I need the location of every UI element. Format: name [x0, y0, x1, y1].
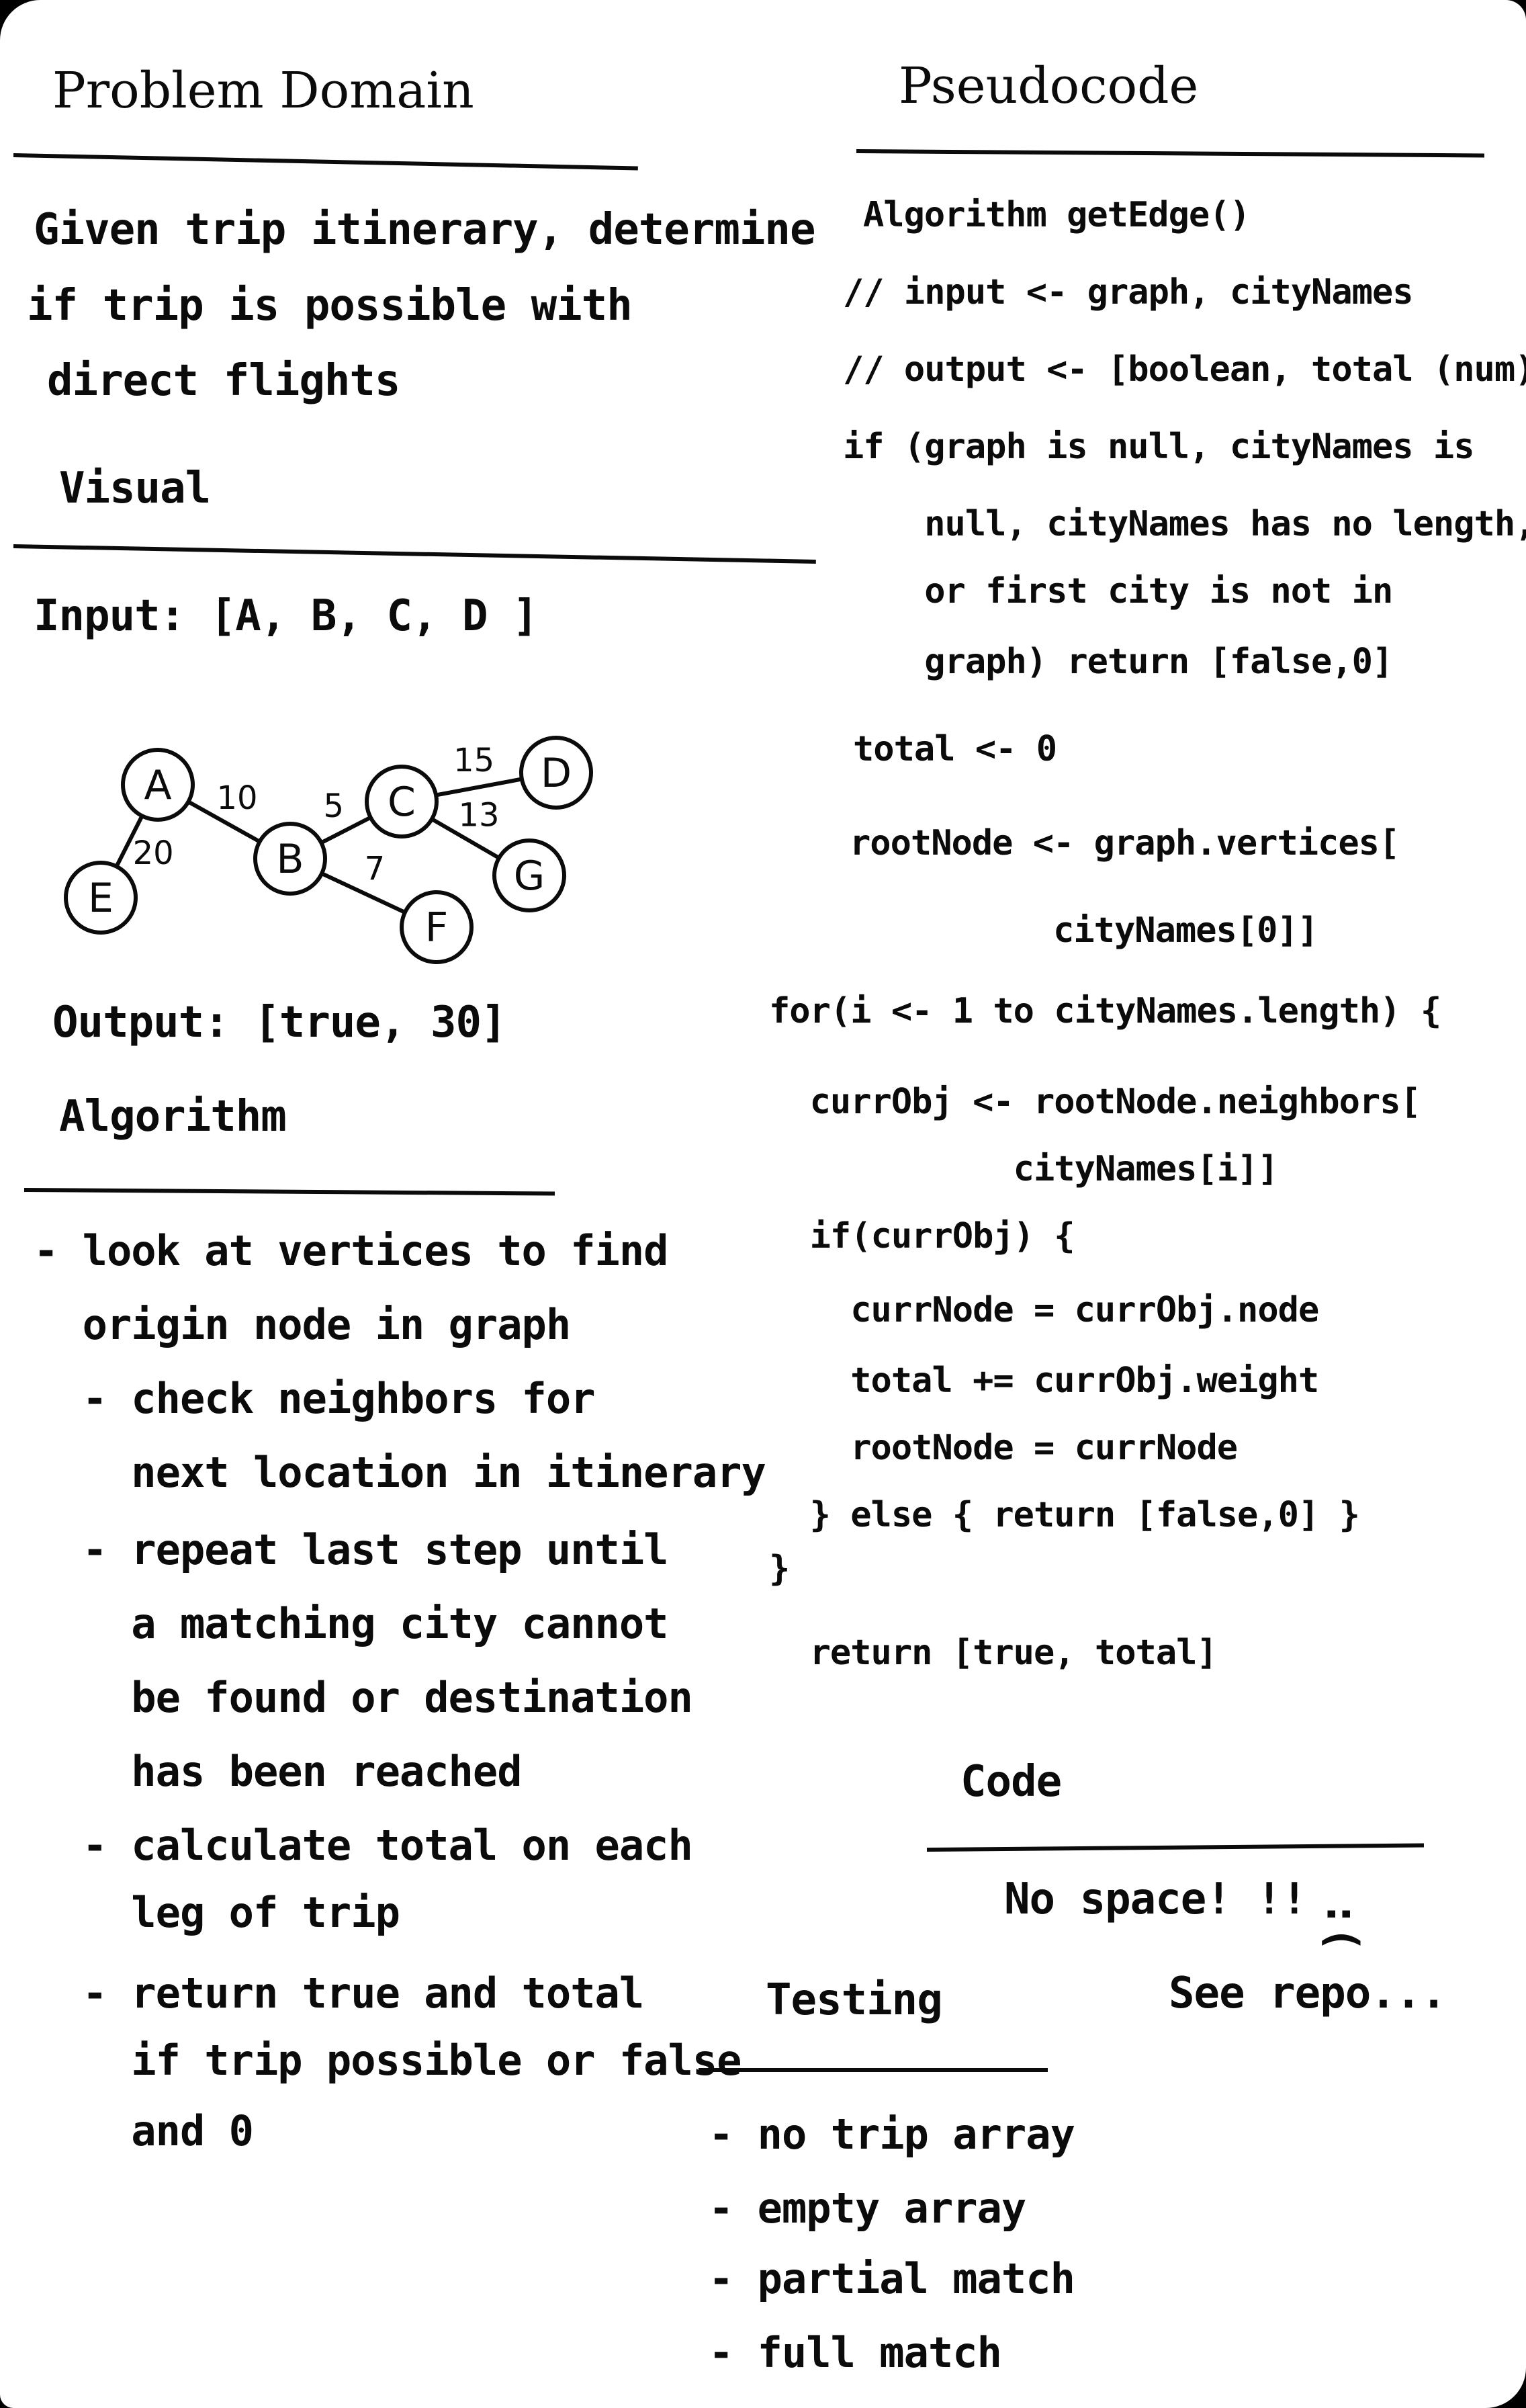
graph-node-B: [253, 822, 327, 896]
code-see-repo: See repo...: [1169, 1969, 1447, 2018]
testing-line-2: - empty array: [709, 2184, 1026, 2233]
graph-node-label: F: [425, 904, 449, 951]
graph-node-label: D: [541, 750, 572, 797]
graph-node-D: [519, 736, 593, 810]
problem-domain-heading: Problem Domain: [52, 62, 474, 120]
pseudo-line-10: cityNames[0]]: [850, 910, 1318, 951]
pseudo-line-7: graph) return [false,0]: [843, 642, 1393, 682]
graph-edge-weight: 5: [323, 787, 344, 825]
graph-node-label: B: [276, 836, 304, 883]
algorithm-line-6: a matching city cannot: [34, 1599, 668, 1648]
algorithm-line-2: origin node in graph: [34, 1300, 572, 1349]
pseudo-line-6: or first city is not in: [843, 571, 1393, 611]
problem-line-2: if trip is possible with: [27, 281, 633, 331]
graph-node-label: A: [144, 762, 171, 809]
graph-node-label: C: [388, 779, 416, 826]
pseudo-line-11: for(i <- 1 to cityNames.length) {: [769, 991, 1441, 1031]
algorithm-line-7: be found or destination: [34, 1673, 693, 1722]
problem-line-1: Given trip itinerary, determine: [34, 205, 815, 255]
algorithm-line-1: - look at vertices to find: [34, 1226, 669, 1275]
testing-line-4: - full match: [709, 2328, 1002, 2377]
testing-line-3: - partial match: [709, 2254, 1075, 2303]
algorithm-heading: Algorithm: [59, 1092, 287, 1142]
pseudo-line-16: total += currObj.weight: [769, 1361, 1319, 1401]
pseudo-line-8: total <- 0: [853, 729, 1057, 769]
algorithm-line-10: leg of trip: [34, 1888, 400, 1937]
pseudo-line-14: if(currObj) {: [769, 1216, 1075, 1256]
pseudo-line-18: } else { return [false,0] }: [769, 1495, 1360, 1535]
output-text: Output: [true, 30]: [52, 998, 507, 1047]
graph-node-F: [400, 890, 474, 964]
pseudocode-heading: Pseudocode: [899, 57, 1199, 115]
graph-edge-weight: 10: [216, 779, 257, 817]
testing-heading: Testing: [766, 1975, 943, 2025]
pseudo-line-2: // input <- graph, cityNames: [843, 272, 1414, 312]
testing-underline: [699, 2068, 1048, 2072]
pseudo-line-5: null, cityNames has no length,: [843, 504, 1526, 544]
pseudo-line-17: rootNode = currNode: [769, 1428, 1238, 1468]
graph-node-E: [64, 861, 138, 935]
testing-line-1: - no trip array: [709, 2110, 1075, 2159]
graph-edge-weight: 7: [365, 850, 386, 888]
visual-heading: Visual: [59, 464, 211, 513]
graph-edge-weight: 13: [459, 796, 500, 834]
algorithm-line-11: - return true and total: [34, 1969, 645, 2018]
algorithm-line-3: - check neighbors for: [34, 1374, 596, 1423]
sad-face-icon: :(: [1316, 1901, 1367, 1952]
graph-node-A: [121, 748, 195, 822]
algorithm-line-12: if trip possible or false: [34, 2036, 742, 2085]
code-heading: Code: [960, 1757, 1062, 1807]
pseudo-line-13: cityNames[i]]: [769, 1149, 1279, 1189]
graph-node-label: G: [514, 853, 545, 900]
pseudo-line-4: if (graph is null, cityNames is: [843, 427, 1475, 467]
graph-node-label: E: [88, 875, 114, 922]
graph-node-C: [365, 765, 439, 838]
input-text: Input: [A, B, C, D ]: [34, 591, 539, 641]
pseudo-line-12: currObj <- rootNode.neighbors[: [769, 1082, 1421, 1122]
pseudo-line-15: currNode = currObj.node: [769, 1290, 1319, 1330]
graph-edge-weight: 15: [453, 742, 494, 779]
graph-node-G: [492, 838, 566, 912]
algorithm-line-5: - repeat last step until: [34, 1525, 669, 1574]
code-note: No space! !!: [1004, 1875, 1307, 1924]
pseudo-line-20: return [true, total]: [769, 1633, 1218, 1673]
algorithm-line-9: - calculate total on each: [34, 1821, 693, 1870]
pseudo-line-1: Algorithm getEdge(): [863, 195, 1251, 235]
algorithm-line-4: next location in itinerary: [34, 1448, 766, 1497]
pseudo-line-19: }: [769, 1549, 790, 1589]
graph-edge-weight: 20: [133, 834, 174, 872]
pseudo-line-3: // output <- [boolean, total (num)]: [843, 349, 1526, 390]
algorithm-line-13: and 0: [34, 2106, 254, 2155]
pseudo-line-9: rootNode <- graph.vertices[: [850, 823, 1400, 863]
problem-line-3: direct flights: [47, 356, 400, 406]
algorithm-line-8: has been reached: [34, 1747, 522, 1796]
